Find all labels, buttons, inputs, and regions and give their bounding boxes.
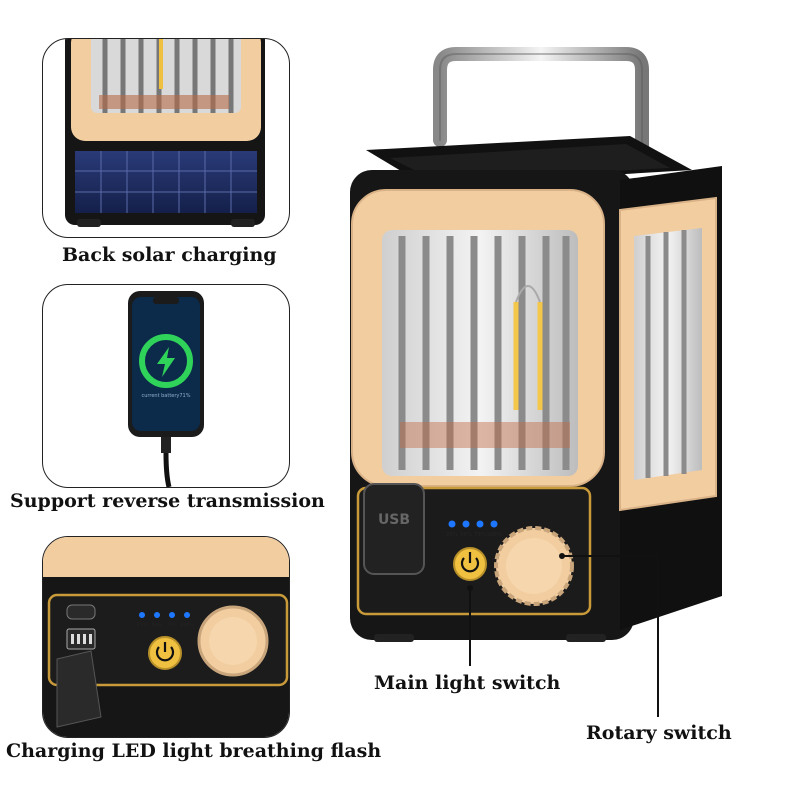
battery-level-50-detail: 50% (152, 622, 163, 628)
usb-cover-label: USB (378, 512, 410, 528)
battery-level-100: 100% (486, 532, 501, 538)
control-panel-caption: Charging LED light breathing flash (6, 740, 382, 762)
control-panel-photo: 25% 50% 75% 100% (42, 536, 290, 738)
lantern-photo: USB 25% 50% 75% 100% (350, 47, 722, 642)
rotary-leader-horizontal (562, 555, 658, 557)
battery-level-75: 75% (474, 532, 486, 538)
phone-caption: Support reverse transmission (10, 490, 325, 512)
phone-screen-text: current battery71% (142, 393, 191, 399)
battery-level-25-detail: 25% (137, 622, 148, 628)
battery-level-25: 25% (446, 532, 458, 538)
main-light-switch-label: Main light switch (374, 672, 561, 694)
battery-level-50: 50% (460, 532, 472, 538)
main-switch-leader-line (469, 588, 471, 666)
solar-caption: Back solar charging (62, 244, 277, 266)
phone-panel-photo: current battery71% (42, 284, 290, 488)
rotary-switch-label: Rotary switch (586, 722, 732, 744)
rotary-leader-vertical (657, 555, 659, 717)
battery-level-75-detail: 75% (167, 622, 178, 628)
solar-panel-photo (42, 38, 290, 238)
battery-level-100-detail: 100% (180, 622, 194, 628)
